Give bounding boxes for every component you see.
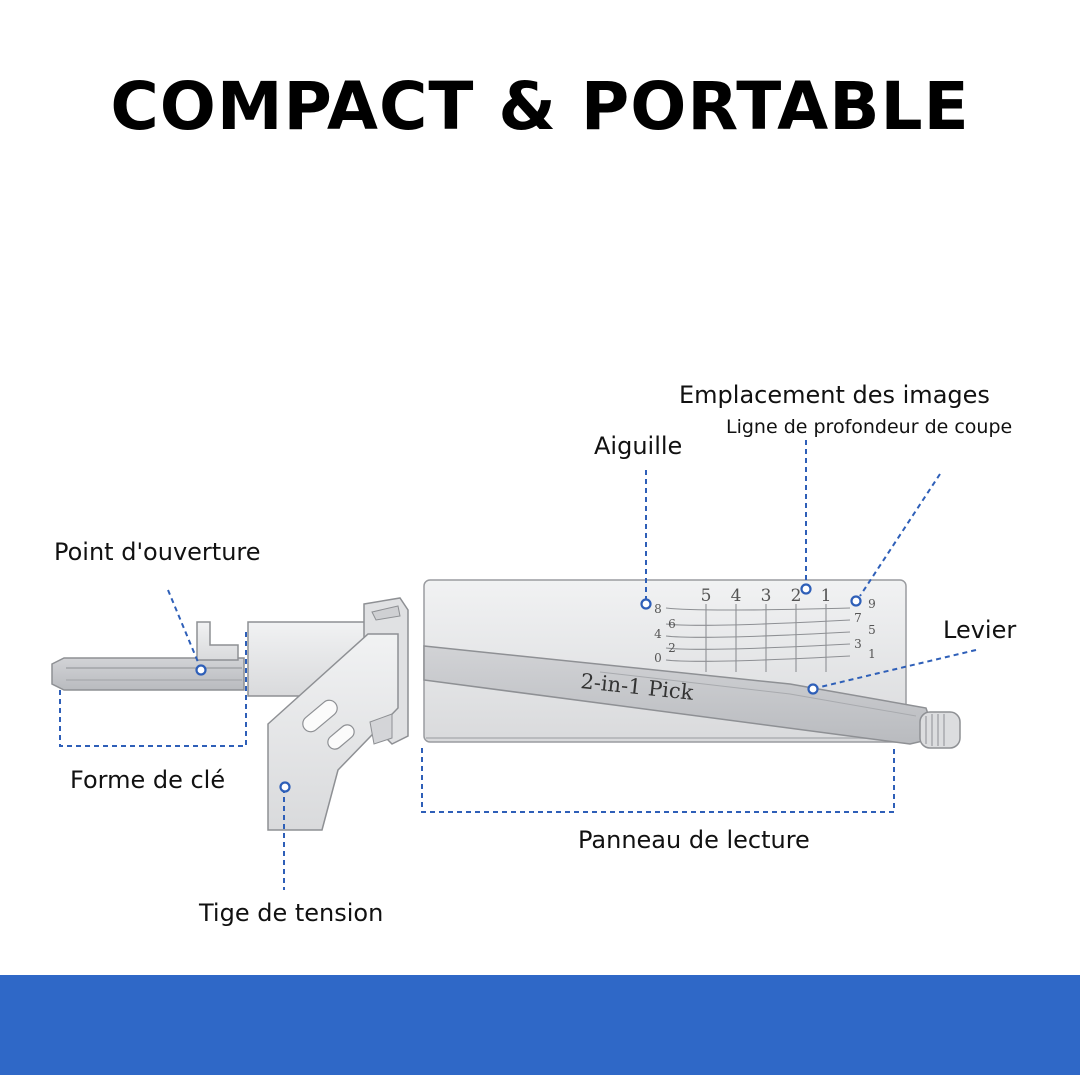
cut-depth-line-label: Ligne de profondeur de coupe	[726, 416, 1013, 438]
right-depth-numbers: 9 7 5 3 1	[854, 597, 876, 661]
lever-knob	[919, 711, 961, 749]
opening-point-callout-dot	[195, 664, 207, 676]
depth-number: 8	[654, 602, 662, 616]
key-blade	[51, 657, 245, 691]
lever-callout-line	[815, 649, 977, 689]
opening-point-hook	[196, 621, 239, 661]
position-number: 2	[791, 586, 802, 606]
depth-number: 2	[668, 641, 676, 655]
tension-rod-label: Tige de tension	[199, 899, 384, 927]
key-shape-callout-line	[59, 630, 247, 747]
left-depth-numbers: 8 6 4 2 0	[654, 602, 676, 665]
position-number: 4	[731, 586, 742, 606]
depth-number: 1	[868, 647, 876, 661]
depth-number: 6	[668, 617, 676, 631]
callout-dots	[195, 583, 862, 793]
key-shape-label: Forme de clé	[70, 766, 226, 794]
position-number: 1	[821, 586, 832, 606]
depth-number: 9	[868, 597, 876, 611]
page-title: COMPACT & PORTABLE	[110, 68, 970, 145]
needle-label: Aiguille	[594, 432, 683, 460]
opening-point-callout-line	[167, 589, 199, 663]
callout-lines	[59, 440, 977, 890]
tension-rod-plate	[267, 633, 399, 831]
position-number: 3	[761, 586, 772, 606]
opening-point-label: Point d'ouverture	[54, 538, 261, 566]
lever-callout-dot	[807, 683, 819, 695]
position-number: 5	[701, 586, 712, 606]
depth-number: 5	[868, 623, 876, 637]
cut-depth-callout-line	[859, 473, 941, 597]
cut-depth-callout-dot	[850, 595, 862, 607]
depth-grid	[665, 604, 851, 672]
depth-number: 0	[654, 651, 662, 665]
depth-number: 3	[854, 637, 862, 651]
depth-number: 7	[854, 611, 862, 625]
reading-panel-label: Panneau de lecture	[578, 826, 810, 854]
lever-label: Levier	[943, 616, 1017, 644]
bottom-accent-band	[0, 975, 1080, 1075]
depth-number: 4	[654, 627, 662, 641]
image-location-callout-dot	[800, 583, 812, 595]
position-numbers: 5 4 3 2 1	[701, 586, 832, 606]
tension-rod-callout-dot	[279, 781, 291, 793]
reading-panel-callout-line	[421, 748, 895, 813]
image-location-label: Emplacement des images	[679, 381, 990, 409]
needle-callout-dot	[640, 598, 652, 610]
